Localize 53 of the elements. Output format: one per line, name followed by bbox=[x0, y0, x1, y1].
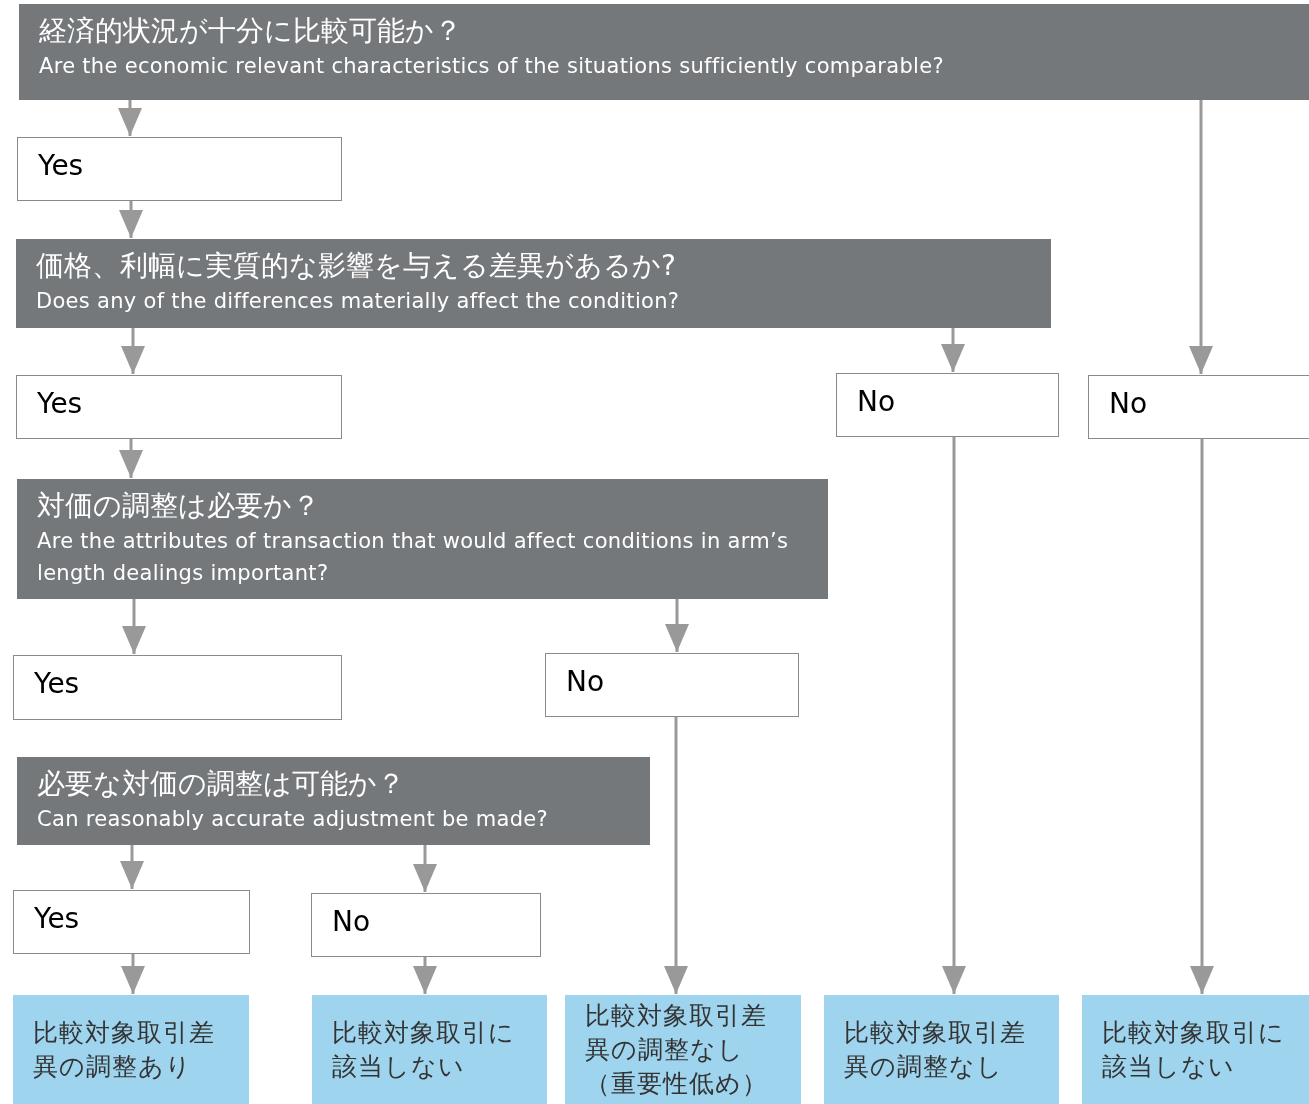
arrow bbox=[120, 845, 144, 889]
arrow bbox=[118, 100, 142, 136]
answer-box bbox=[1088, 375, 1309, 439]
result-text: 比較対象取引差異の調整なし（重要性低め） bbox=[585, 999, 769, 1100]
result-text: 比較対象取引差異の調整あり bbox=[33, 1016, 216, 1083]
arrow bbox=[413, 957, 437, 994]
question-text: 価格、利幅に実質的な影響を与える差異があるか? bbox=[36, 248, 677, 284]
result-box bbox=[312, 995, 547, 1104]
result-box bbox=[824, 995, 1059, 1104]
answer-label: No bbox=[332, 905, 371, 938]
answer-label: Yes bbox=[34, 902, 80, 935]
answer-label: Yes bbox=[34, 667, 80, 700]
question-text: 必要な対価の調整は可能か？ bbox=[37, 766, 406, 802]
result-text: 比較対象取引に該当しない bbox=[1102, 1016, 1286, 1083]
answer-box bbox=[16, 375, 342, 439]
answer-box bbox=[836, 373, 1059, 437]
arrow bbox=[665, 599, 689, 652]
result-text: 比較対象取引に該当しない bbox=[332, 1016, 516, 1083]
translation-text: Does any of the differences materially affect the condition? bbox=[36, 288, 681, 315]
translation-text: Can reasonably accurate adjustment be made? bbox=[37, 806, 549, 833]
question-text: 対価の調整は必要か？ bbox=[37, 488, 321, 524]
answer-box bbox=[13, 890, 250, 954]
arrow bbox=[122, 599, 146, 654]
answer-label: No bbox=[566, 665, 605, 698]
answer-label: No bbox=[1109, 387, 1148, 420]
question-text: 経済的状況が十分に比較可能か？ bbox=[39, 13, 463, 49]
translation-text: Are the attributes of transaction that would affect conditions in arm’s length dealings important? bbox=[37, 528, 790, 587]
answer-label: Yes bbox=[37, 387, 83, 420]
arrow bbox=[664, 717, 688, 994]
question-box bbox=[19, 4, 1309, 100]
arrow bbox=[1190, 439, 1214, 994]
answer-label: Yes bbox=[38, 149, 84, 182]
arrow bbox=[121, 954, 145, 994]
answer-label: No bbox=[857, 385, 896, 418]
translation-text: Are the economic relevant characteristics of the situations sufficiently comparable? bbox=[39, 53, 945, 80]
answer-box bbox=[13, 655, 342, 720]
arrow bbox=[121, 328, 145, 374]
answer-box bbox=[545, 653, 799, 717]
arrow bbox=[119, 439, 143, 478]
arrow bbox=[1189, 100, 1213, 374]
question-box bbox=[17, 479, 828, 599]
arrow bbox=[942, 437, 966, 994]
answer-box bbox=[17, 137, 342, 201]
arrow bbox=[413, 845, 437, 892]
result-box bbox=[13, 995, 249, 1104]
answer-box bbox=[311, 893, 541, 957]
question-box bbox=[17, 757, 650, 845]
arrow bbox=[941, 328, 965, 372]
result-box bbox=[565, 995, 801, 1104]
arrow bbox=[119, 201, 143, 238]
question-box bbox=[16, 239, 1051, 328]
result-text: 比較対象取引差異の調整なし bbox=[844, 1016, 1027, 1083]
result-box bbox=[1082, 995, 1309, 1104]
